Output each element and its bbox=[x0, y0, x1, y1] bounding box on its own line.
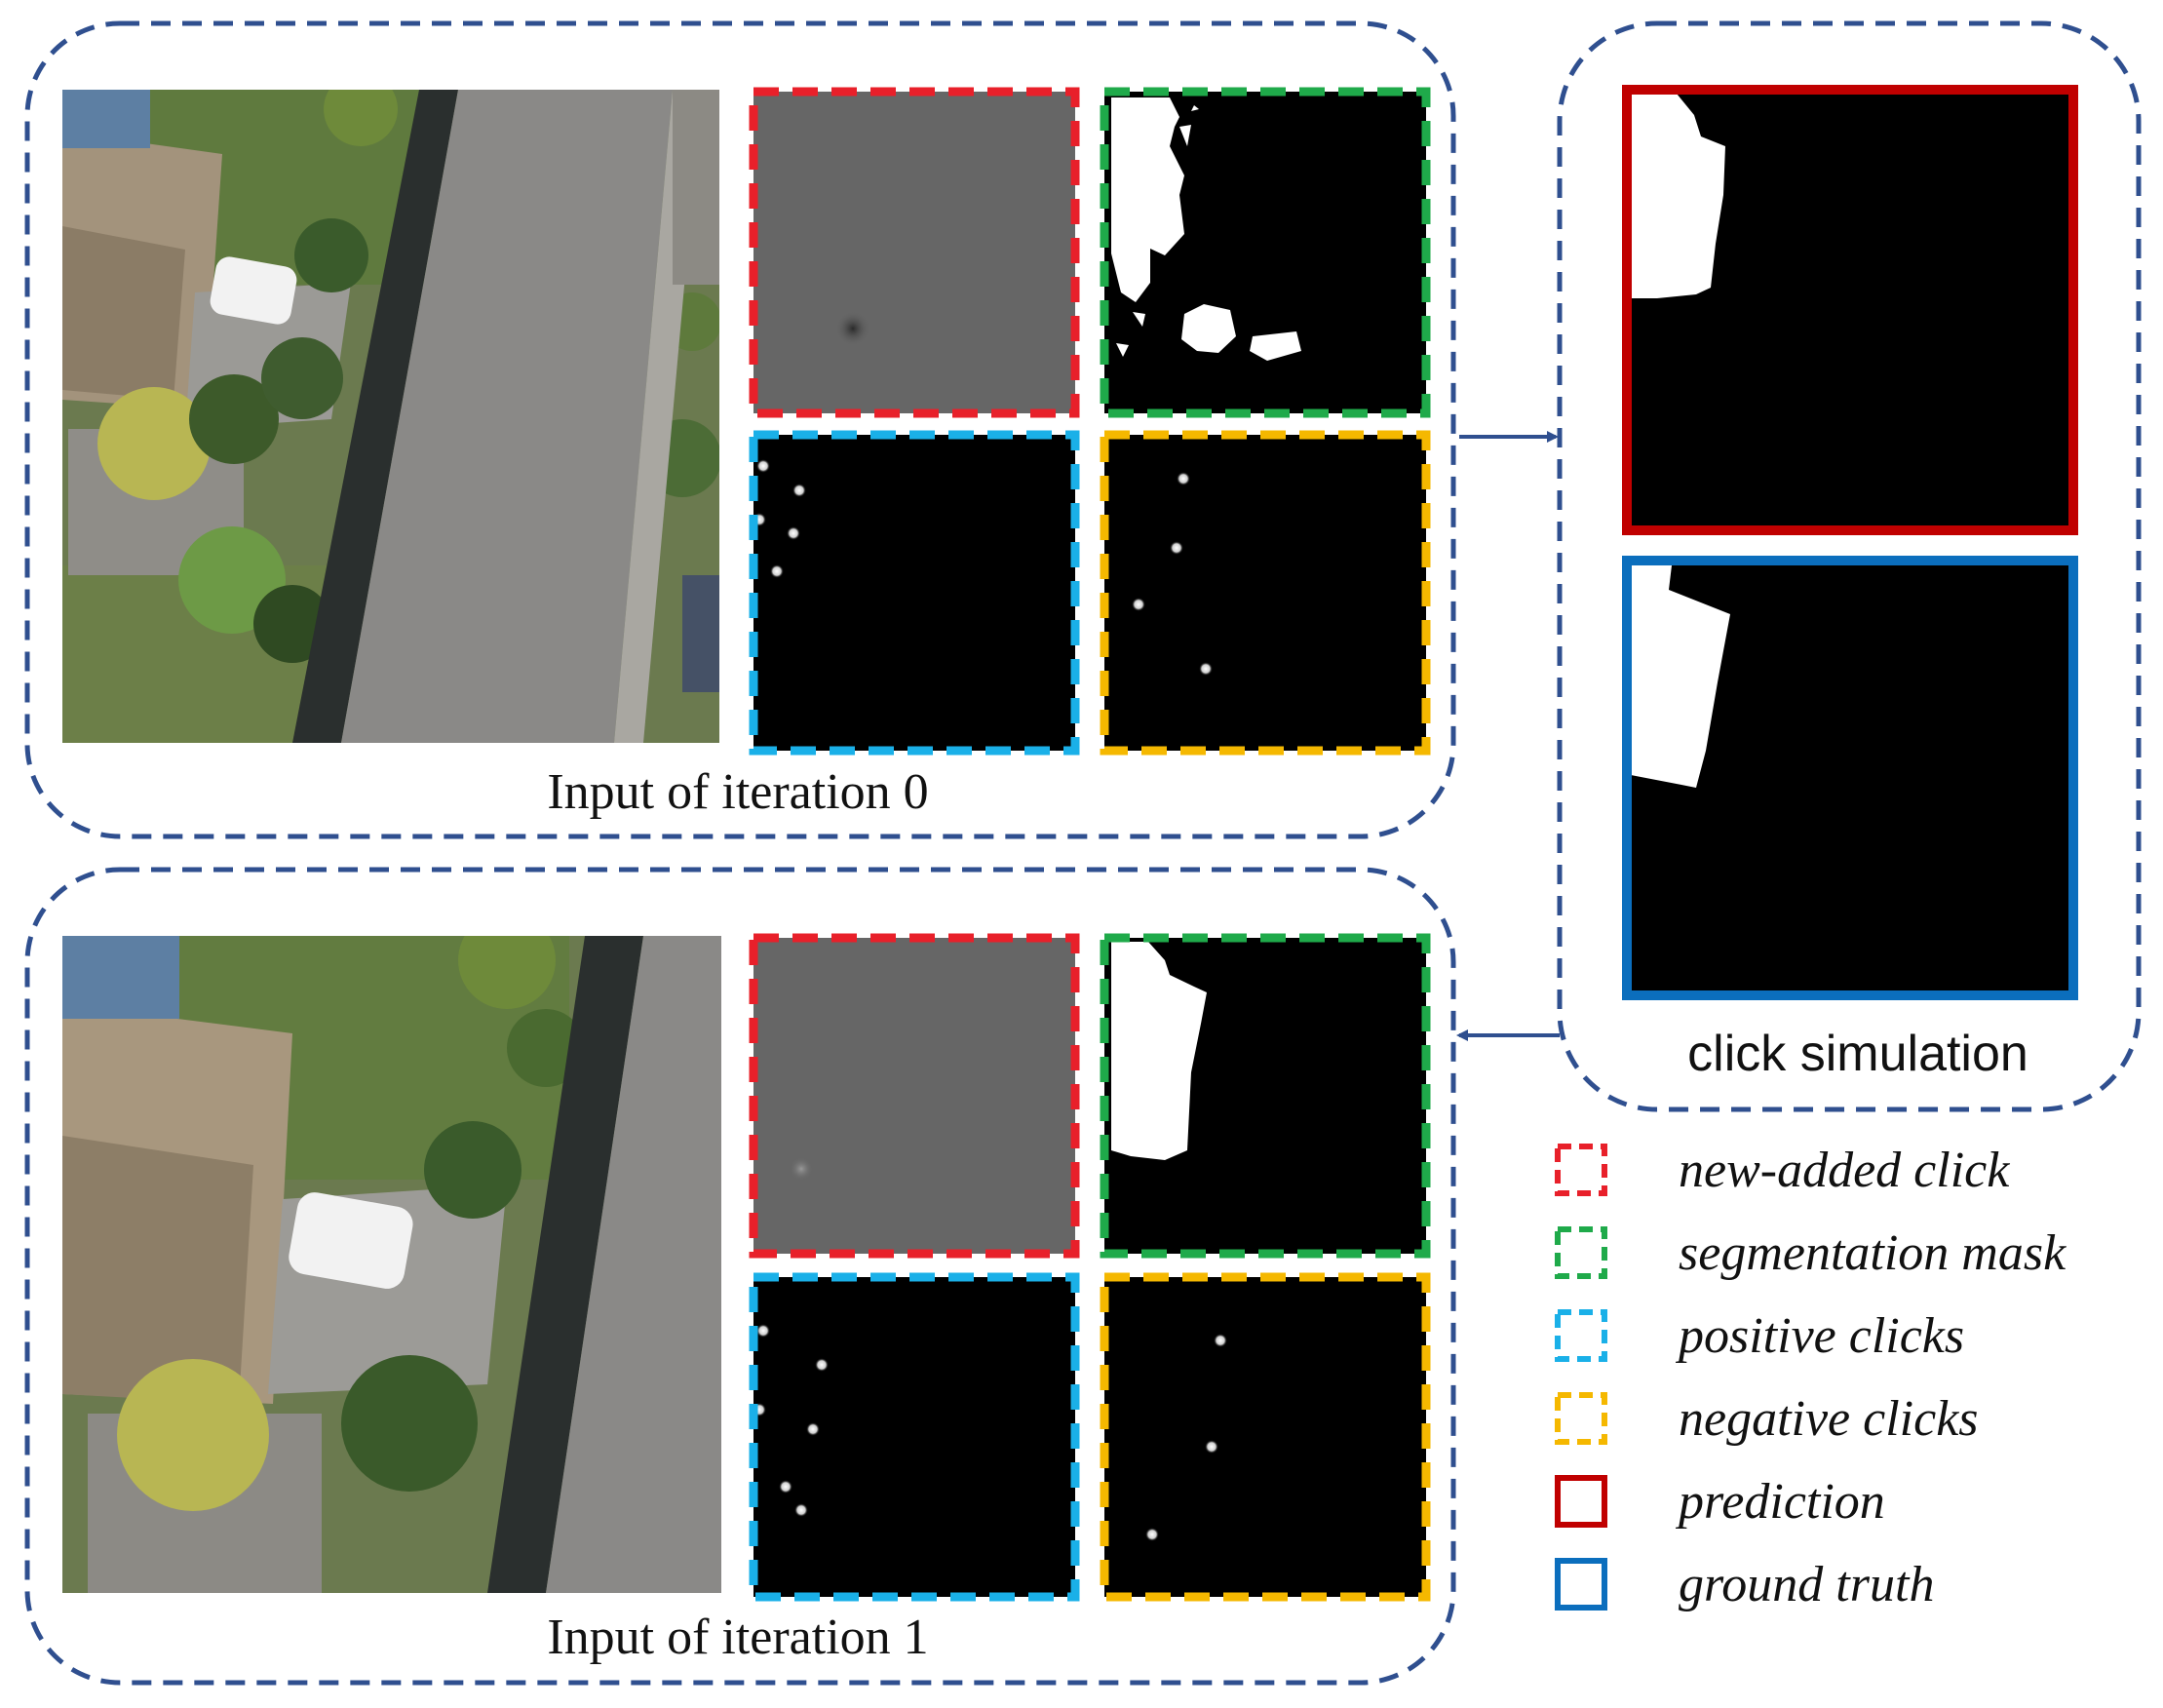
legend-item: segmentation mask bbox=[1555, 1225, 2066, 1281]
aerial-image-iteration-1 bbox=[62, 936, 721, 1593]
prediction-mask bbox=[1622, 85, 2078, 535]
legend: new-added click segmentation mask positive… bbox=[1555, 1143, 2066, 1612]
legend-item: positive clicks bbox=[1555, 1308, 1964, 1364]
segmentation-mask-0 bbox=[1100, 87, 1431, 418]
legend-swatch bbox=[1555, 1558, 1607, 1611]
aerial-image-iteration-0 bbox=[62, 90, 719, 743]
click-point bbox=[756, 459, 770, 473]
click-point bbox=[756, 1324, 770, 1338]
iteration-0-caption: Input of iteration 0 bbox=[547, 764, 928, 820]
legend-swatch bbox=[1555, 1144, 1607, 1196]
negative-clicks-map-1 bbox=[1100, 1272, 1431, 1602]
click-point bbox=[1145, 1528, 1159, 1541]
click-point bbox=[815, 1358, 829, 1372]
click-point bbox=[1199, 662, 1213, 676]
legend-item: ground truth bbox=[1555, 1557, 1934, 1612]
iteration-1-caption: Input of iteration 1 bbox=[547, 1610, 928, 1665]
legend-item: new-added click bbox=[1555, 1143, 2010, 1198]
iteration-1-panel-border bbox=[24, 867, 1456, 1686]
legend-swatch bbox=[1555, 1226, 1607, 1279]
legend-item: prediction bbox=[1555, 1474, 1885, 1530]
new-added-click-map-0 bbox=[749, 87, 1080, 418]
click-point bbox=[1214, 1334, 1227, 1347]
click-simulation-panel-border bbox=[1557, 20, 2142, 1112]
legend-swatch bbox=[1555, 1392, 1607, 1445]
click-point bbox=[1170, 541, 1183, 555]
negative-clicks-map-0 bbox=[1100, 430, 1431, 756]
click-simulation-caption: click simulation bbox=[1687, 1026, 2028, 1082]
positive-clicks-map-0 bbox=[749, 430, 1080, 756]
ground-truth-mask bbox=[1622, 556, 2078, 1000]
click-point bbox=[794, 1503, 808, 1517]
legend-swatch bbox=[1555, 1309, 1607, 1362]
click-point bbox=[835, 311, 870, 346]
new-added-click-map-1 bbox=[749, 933, 1080, 1259]
click-point bbox=[806, 1422, 820, 1436]
legend-label: prediction bbox=[1675, 1474, 1885, 1530]
click-point bbox=[1177, 472, 1190, 485]
legend-swatch bbox=[1555, 1475, 1607, 1528]
segmentation-mask-1 bbox=[1100, 933, 1431, 1259]
click-point bbox=[790, 1157, 813, 1181]
legend-label: new-added click bbox=[1679, 1143, 2010, 1198]
positive-clicks-map-1 bbox=[749, 1272, 1080, 1602]
click-point bbox=[779, 1480, 792, 1494]
click-point bbox=[787, 526, 800, 540]
click-point bbox=[770, 564, 784, 578]
legend-label: ground truth bbox=[1679, 1557, 1934, 1612]
legend-label: positive clicks bbox=[1675, 1308, 1964, 1364]
legend-label: negative clicks bbox=[1679, 1391, 1979, 1447]
click-point bbox=[1205, 1440, 1218, 1454]
click-point bbox=[1132, 598, 1145, 611]
legend-item: negative clicks bbox=[1555, 1391, 1979, 1447]
click-point bbox=[792, 484, 806, 497]
iteration-0-panel-border bbox=[24, 20, 1456, 839]
legend-label: segmentation mask bbox=[1679, 1225, 2066, 1281]
